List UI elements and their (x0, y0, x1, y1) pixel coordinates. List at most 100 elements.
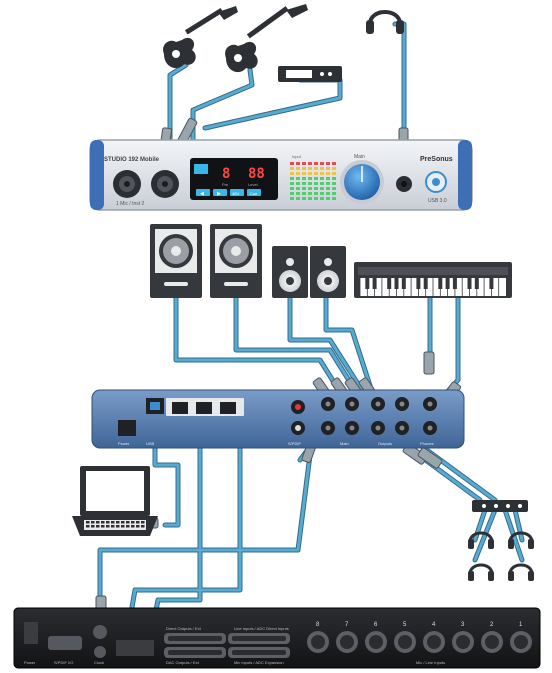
headphone-jack[interactable] (396, 176, 412, 192)
rear-label-spdif: S/PDIF (288, 441, 301, 446)
meter-led (290, 162, 294, 165)
keyboard-icon (354, 262, 512, 298)
usb-indicator-icon (425, 171, 447, 193)
meter-led (296, 177, 300, 180)
meter-led (308, 192, 312, 195)
channel-number: 4 (432, 622, 436, 628)
rack-label-power: Power (24, 660, 36, 665)
meter-led (308, 162, 312, 165)
laptop-key (141, 525, 145, 528)
meter-led (326, 172, 330, 175)
combo-input-1[interactable] (113, 170, 141, 198)
button-cue-label: Cue (250, 191, 258, 196)
display-right-value: 88 (248, 166, 265, 182)
meter-led (302, 162, 306, 165)
meter-led (320, 172, 324, 175)
speaker-icon (272, 246, 308, 298)
interface-rear-panel: Power USB Main Outputs Phones S/PDIF (91, 389, 465, 449)
black-key (394, 278, 399, 289)
headphone-amp-icon (472, 500, 528, 512)
meter-led (308, 197, 312, 200)
meter-led (314, 167, 318, 170)
combo-input-2[interactable] (151, 170, 179, 198)
meter-led (320, 162, 324, 165)
meter-led (332, 172, 336, 175)
meter-led (332, 187, 336, 190)
xlr-input-inner (485, 635, 499, 649)
network-port-block[interactable] (116, 640, 154, 656)
ethernet-port[interactable] (172, 402, 188, 414)
meter-led (290, 172, 294, 175)
display-sub-right: Level (248, 182, 258, 187)
rack-label-direct-outputs: Direct Outputs / Ext (166, 626, 202, 631)
meter-led (290, 182, 294, 185)
channel-number: 1 (519, 622, 523, 628)
meter-led (290, 197, 294, 200)
trs-jack-center (349, 425, 355, 431)
headphones-icon (508, 563, 534, 581)
rear-label-usb: USB (146, 441, 155, 446)
meter-led (326, 177, 330, 180)
laptop-key (121, 525, 125, 528)
trs-jack-center (349, 401, 355, 407)
ethernet-port[interactable] (196, 402, 212, 414)
power-switch[interactable] (24, 622, 38, 644)
speaker-icon (310, 246, 346, 298)
laptop-key (91, 521, 95, 524)
front-button[interactable] (213, 189, 227, 196)
rear-jacks (321, 397, 437, 435)
power-port[interactable] (118, 420, 136, 436)
meter-led (290, 167, 294, 170)
front-button[interactable] (247, 189, 261, 196)
laptop-key (96, 525, 100, 528)
black-key (489, 278, 494, 289)
db25-pins (232, 650, 286, 655)
front-button[interactable] (196, 189, 210, 196)
meter-led (296, 187, 300, 190)
rack-label-mic-line-inputs: Mic / Line Inputs (416, 660, 445, 665)
guitar-icon (163, 6, 238, 69)
spdif-ports (291, 400, 305, 435)
spdif-io-port[interactable] (48, 636, 82, 650)
laptop-key (116, 525, 120, 528)
meter-led (302, 182, 306, 185)
ear-cup (488, 539, 494, 549)
ethernet-port[interactable] (220, 402, 236, 414)
trs-jack-center (325, 425, 331, 431)
meter-led (320, 182, 324, 185)
meter-led (332, 192, 336, 195)
main-knob[interactable] (340, 160, 384, 204)
headphones-icon (508, 531, 534, 549)
laptop-key (111, 525, 115, 528)
laptop-key (101, 521, 105, 524)
button-prev-label: ◀ (200, 191, 204, 197)
button-phantom-label: 48V (232, 191, 239, 196)
meter-led (302, 197, 306, 200)
laptop-key (86, 525, 90, 528)
meter-led (332, 167, 336, 170)
channel-number: 3 (461, 622, 465, 628)
black-key (416, 278, 421, 289)
db25-pins (232, 636, 286, 641)
usb-label: USB 3.0 (428, 198, 447, 204)
clock-port[interactable] (94, 646, 106, 658)
rear-label-phones: Phones (420, 441, 434, 446)
laptop-key (126, 525, 130, 528)
laptop-key (96, 521, 100, 524)
black-key (467, 278, 472, 289)
meter-led (290, 192, 294, 195)
meter-led (302, 172, 306, 175)
meter-led (302, 187, 306, 190)
meter-led (332, 182, 336, 185)
clock-port[interactable] (93, 625, 107, 639)
meter-led (302, 167, 306, 170)
meter-led (326, 167, 330, 170)
laptop-key (111, 521, 115, 524)
front-button[interactable] (230, 189, 244, 196)
meter-led (314, 182, 318, 185)
speaker-icon (210, 224, 262, 298)
brand-label: PreSonus (420, 156, 453, 163)
meter-led (296, 182, 300, 185)
meter-led (302, 177, 306, 180)
laptop-key (91, 525, 95, 528)
